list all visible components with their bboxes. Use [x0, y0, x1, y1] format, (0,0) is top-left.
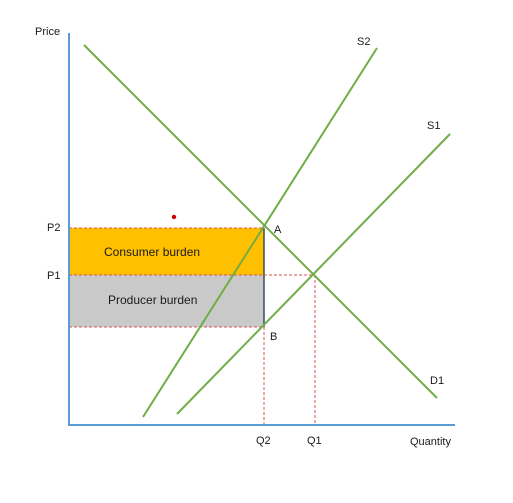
s1-curve-label: S1 [427, 120, 440, 132]
demand-curve-d1 [83, 44, 438, 399]
producer-burden-area [69, 275, 264, 327]
q1-label: Q1 [307, 435, 322, 447]
point-a-label: A [274, 224, 282, 236]
point-b-label: B [270, 331, 277, 343]
consumer-burden-area [69, 228, 264, 275]
x-axis-label: Quantity [410, 436, 451, 448]
d1-curve-label: D1 [430, 375, 444, 387]
supply-curve-s2 [142, 47, 378, 418]
s2-curve-label: S2 [357, 36, 370, 48]
consumer-burden-label: Consumer burden [104, 245, 200, 259]
producer-burden-label: Producer burden [108, 293, 197, 307]
red-dot-marker [171, 214, 177, 220]
q2-label: Q2 [256, 435, 271, 447]
supply-curve-s1 [176, 133, 451, 415]
p1-label: P1 [47, 270, 60, 282]
p2-label: P2 [47, 222, 60, 234]
y-axis-label: Price [35, 26, 60, 38]
